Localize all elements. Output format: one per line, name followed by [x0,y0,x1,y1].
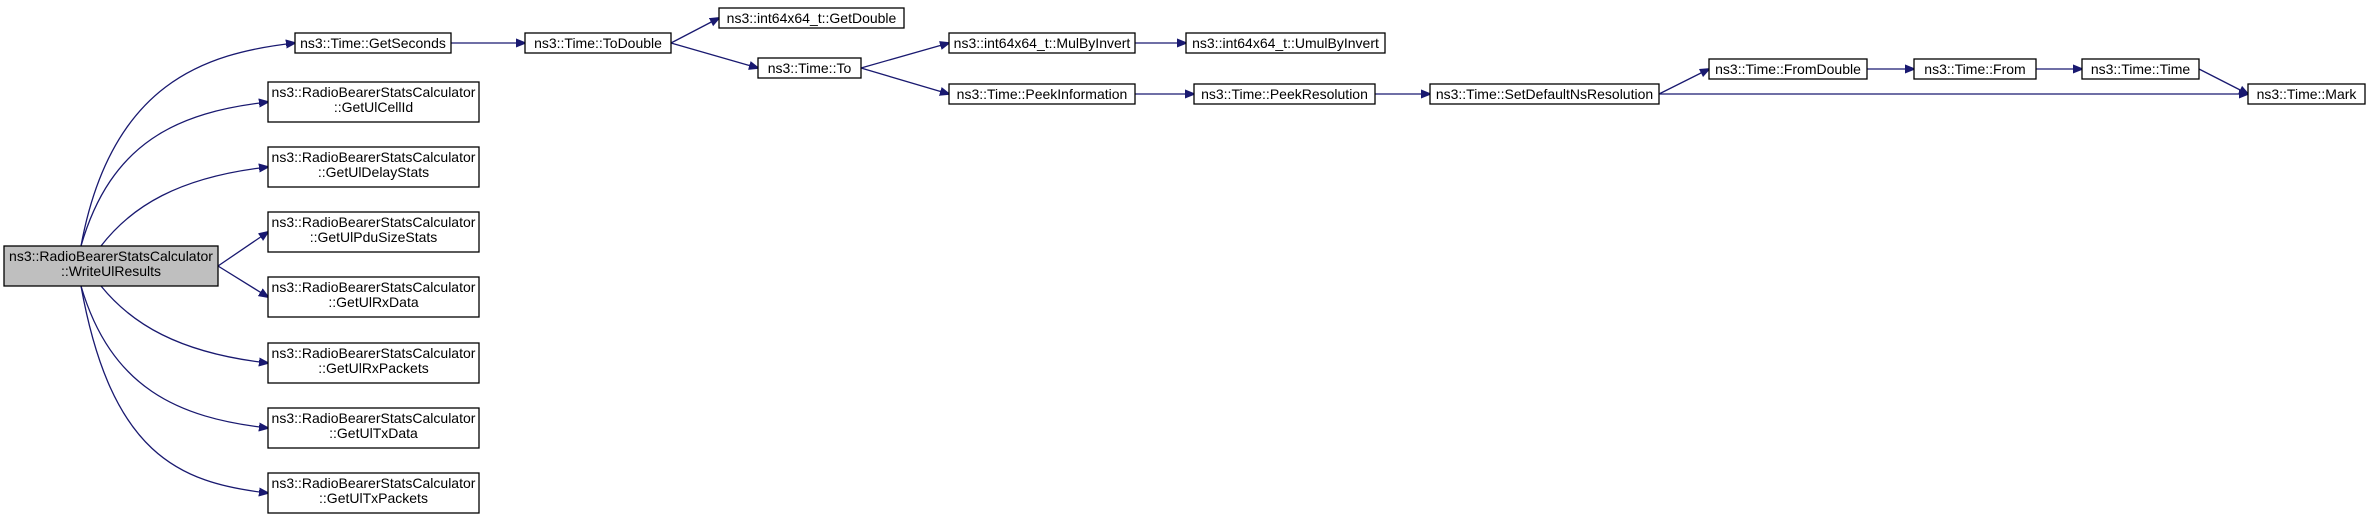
node-peek-information[interactable]: ns3::Time::PeekInformation [948,83,1136,105]
edge-write-to-get-tx-data [80,285,268,428]
node-box [948,32,1136,54]
node-label: ns3::RadioBearerStatsCalculator [9,248,213,264]
edge-write-to-get-rx-data [217,265,268,297]
node-label: ns3::Time::PeekInformation [957,86,1128,102]
edge-to-to-peek-information [860,67,949,94]
node-label: ns3::Time::SetDefaultNsResolution [1436,86,1653,102]
node-get-tx-packets[interactable]: ns3::RadioBearerStatsCalculator::GetUlTx… [267,472,480,514]
node-label: ::GetUlPduSizeStats [310,229,438,245]
edge-to-to-mul-by-invert [860,43,949,69]
node-get-rx-packets[interactable]: ns3::RadioBearerStatsCalculator::GetUlRx… [267,342,480,384]
node-get-cell-id[interactable]: ns3::RadioBearerStatsCalculator::GetUlCe… [267,81,480,123]
edge-write-to-get-pdu [217,232,268,267]
node-box [294,32,452,54]
node-label: ns3::Time::FromDouble [1715,61,1861,77]
node-label: ns3::RadioBearerStatsCalculator [272,214,476,230]
node-peek-resolution[interactable]: ns3::Time::PeekResolution [1193,83,1376,105]
edge-write-to-get-tx-packets [80,285,268,493]
node-box [1429,83,1660,105]
node-label: ns3::Time::Mark [2257,86,2358,102]
node-from-double[interactable]: ns3::Time::FromDouble [1708,58,1868,80]
node-box [1708,58,1868,80]
node-mark[interactable]: ns3::Time::Mark [2247,83,2366,105]
node-label: ns3::Time::Time [2091,61,2191,77]
node-label: ns3::Time::ToDouble [534,35,662,51]
edge-time-to-mark [2198,68,2248,94]
node-get-rx-data[interactable]: ns3::RadioBearerStatsCalculator::GetUlRx… [267,276,480,318]
node-from[interactable]: ns3::Time::From [1913,58,2037,80]
node-label: ns3::RadioBearerStatsCalculator [272,345,476,361]
node-box [1193,83,1376,105]
node-box [1185,32,1386,54]
node-label: ns3::RadioBearerStatsCalculator [272,410,476,426]
edge-write-to-get-seconds [80,43,295,247]
node-label: ns3::int64x64_t::MulByInvert [954,35,1131,51]
node-mul-by-invert[interactable]: ns3::int64x64_t::MulByInvert [948,32,1136,54]
node-box [267,407,480,449]
node-get-tx-data[interactable]: ns3::RadioBearerStatsCalculator::GetUlTx… [267,407,480,449]
node-label: ns3::Time::From [1924,61,2025,77]
node-label: ::GetUlDelayStats [318,164,429,180]
edge-set-default-to-from-double [1658,69,1709,95]
node-box [2081,58,2200,80]
edge-to-double-to-to [670,42,758,68]
edge-write-to-get-delay [100,167,268,247]
node-set-default[interactable]: ns3::Time::SetDefaultNsResolution [1429,83,1660,105]
node-box [267,342,480,384]
node-to-double[interactable]: ns3::Time::ToDouble [524,32,672,54]
node-box [718,7,905,29]
node-label: ::GetUlCellId [334,99,413,115]
node-label: ::GetUlTxPackets [319,490,428,506]
edge-write-to-get-cell-id [80,102,268,247]
node-label: ns3::RadioBearerStatsCalculator [272,475,476,491]
node-get-delay[interactable]: ns3::RadioBearerStatsCalculator::GetUlDe… [267,146,480,188]
node-to[interactable]: ns3::Time::To [757,57,862,79]
node-box [267,211,480,253]
node-box [267,146,480,188]
node-box [267,276,480,318]
node-label: ns3::Time::PeekResolution [1201,86,1368,102]
node-label: ns3::Time::To [768,60,852,76]
node-box [524,32,672,54]
edge-to-double-to-get-double [670,18,719,44]
node-label: ::GetUlRxData [328,294,418,310]
node-box [948,83,1136,105]
node-box [2247,83,2366,105]
node-umul-by-invert[interactable]: ns3::int64x64_t::UmulByInvert [1185,32,1386,54]
node-box [757,57,862,79]
node-label: ns3::RadioBearerStatsCalculator [272,149,476,165]
node-get-pdu[interactable]: ns3::RadioBearerStatsCalculator::GetUlPd… [267,211,480,253]
node-get-double[interactable]: ns3::int64x64_t::GetDouble [718,7,905,29]
node-box [267,472,480,514]
node-box [3,245,219,287]
node-label: ::GetUlTxData [329,425,418,441]
node-label: ::GetUlRxPackets [318,360,428,376]
node-label: ns3::RadioBearerStatsCalculator [272,279,476,295]
node-write[interactable]: ns3::RadioBearerStatsCalculator::WriteUl… [3,245,219,287]
node-label: ns3::Time::GetSeconds [300,35,446,51]
edge-write-to-get-rx-packets [100,285,268,363]
node-label: ns3::int64x64_t::UmulByInvert [1192,35,1379,51]
node-label: ns3::int64x64_t::GetDouble [727,10,897,26]
node-box [1913,58,2037,80]
node-get-seconds[interactable]: ns3::Time::GetSeconds [294,32,452,54]
node-label: ns3::RadioBearerStatsCalculator [272,84,476,100]
node-label: ::WriteUlResults [61,263,161,279]
node-time[interactable]: ns3::Time::Time [2081,58,2200,80]
node-box [267,81,480,123]
